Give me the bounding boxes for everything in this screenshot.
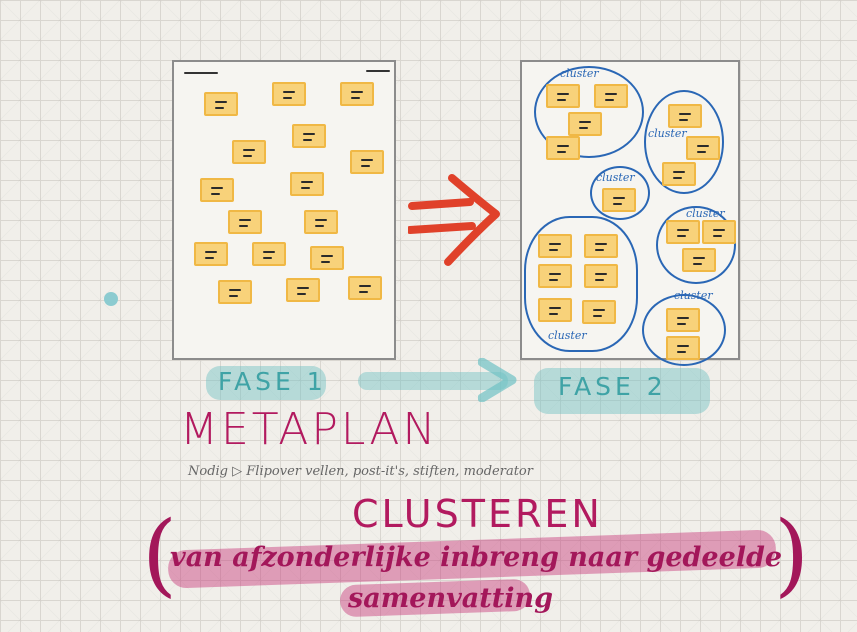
phase-1-highlight [206, 366, 326, 400]
sticky-note [304, 210, 338, 234]
sticky-note [200, 178, 234, 202]
sticky-note [666, 308, 700, 332]
cluster-label: cluster [686, 207, 725, 220]
decorative-dot [104, 292, 118, 306]
sticky-note [538, 234, 572, 258]
cluster-label: cluster [674, 289, 713, 302]
cluster-label: cluster [648, 127, 687, 140]
sticky-note [348, 276, 382, 300]
cluster-outline [656, 206, 736, 284]
sticky-note [582, 300, 616, 324]
sticky-note [686, 136, 720, 160]
sticky-note [584, 264, 618, 288]
sticky-note [292, 124, 326, 148]
cluster-label: cluster [548, 329, 587, 342]
sticky-note [232, 140, 266, 164]
sticky-note [290, 172, 324, 196]
sticky-note [546, 136, 580, 160]
sticky-note [538, 264, 572, 288]
sticky-note [218, 280, 252, 304]
sticky-note [228, 210, 262, 234]
marker-stroke [366, 70, 390, 72]
sticky-note [204, 92, 238, 116]
phase-1-label: FASE 1 [218, 367, 327, 396]
cluster-label: cluster [560, 67, 599, 80]
description-line-2: samenvatting [348, 583, 553, 614]
cluster-outline [524, 216, 638, 352]
flipchart-phase-2: cluster cluster cluster cluster cluster … [520, 60, 740, 366]
cluster-outline [642, 294, 726, 366]
sticky-note [252, 242, 286, 266]
sticky-note [286, 278, 320, 302]
marker-stroke [184, 72, 218, 74]
phase-arrow-shaft [358, 372, 508, 390]
sticky-note [702, 220, 736, 244]
transform-arrow [408, 174, 500, 266]
cluster-label: cluster [596, 171, 635, 184]
phase-arrow-head [478, 358, 517, 402]
sticky-note [350, 150, 384, 174]
sticky-note [666, 220, 700, 244]
flipchart-phase-1 [172, 60, 396, 360]
cluster-outline [590, 166, 650, 220]
sticky-note [310, 246, 344, 270]
phase-2-highlight [534, 368, 710, 414]
sticky-note [682, 248, 716, 272]
phase-2-label: FASE 2 [558, 372, 667, 401]
page-title: METAPLAN [180, 404, 439, 455]
sticky-note [272, 82, 306, 106]
sticky-note [584, 234, 618, 258]
sticky-note [662, 162, 696, 186]
sticky-note [340, 82, 374, 106]
materials-note: Nodig ▷ Flipover vellen, post-it's, stif… [188, 464, 533, 479]
sticky-note [538, 298, 572, 322]
open-parenthesis: ( [142, 502, 178, 607]
sticky-note [594, 84, 628, 108]
close-parenthesis: ) [774, 502, 810, 607]
sticky-note [668, 104, 702, 128]
sticky-note [666, 336, 700, 360]
section-heading: CLUSTEREN [352, 492, 603, 536]
sticky-note [568, 112, 602, 136]
cluster-outline [534, 66, 644, 158]
cluster-outline [644, 90, 724, 194]
sticky-note [546, 84, 580, 108]
sticky-note [602, 188, 636, 212]
sticky-note [194, 242, 228, 266]
description-line-1: van afzonderlijke inbreng naar gedeelde [170, 542, 783, 573]
